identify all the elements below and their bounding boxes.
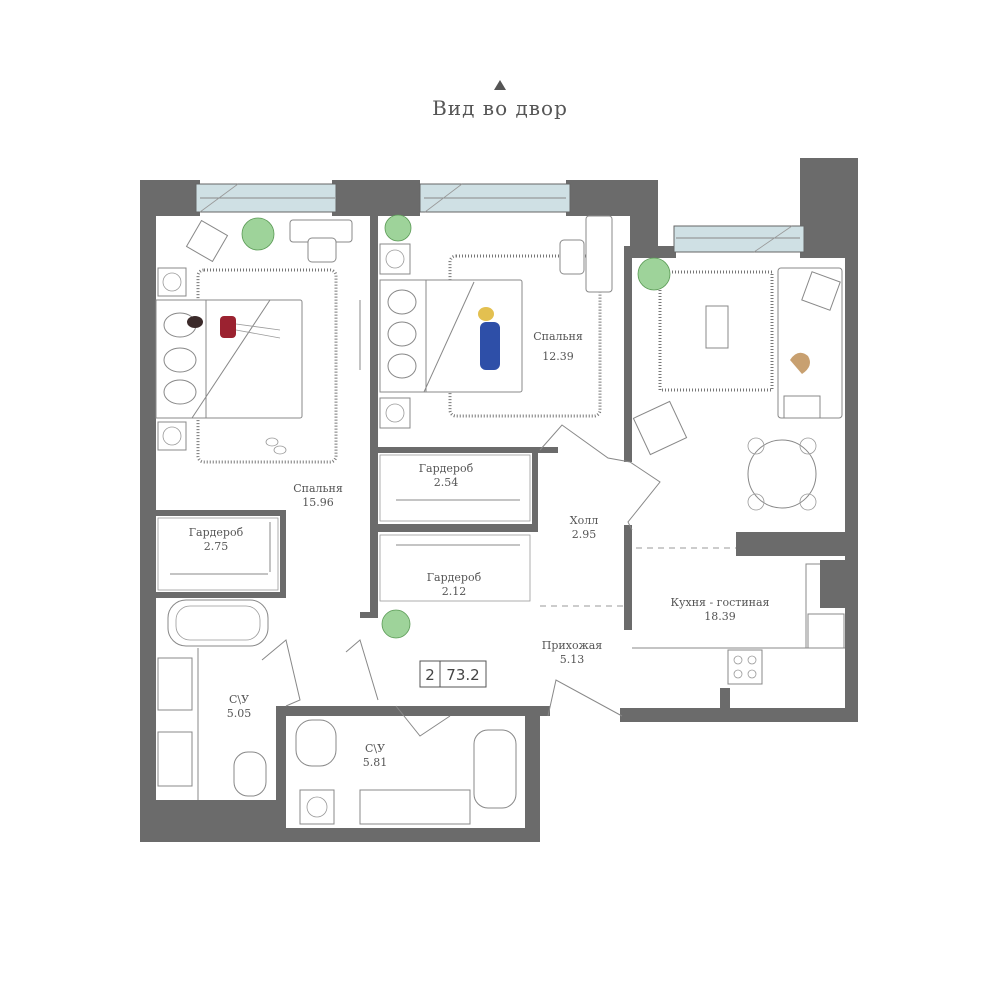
wardrobes [157, 454, 531, 602]
room-area-bedroom1: 15.96 [302, 496, 334, 509]
windows [195, 183, 805, 253]
room-area-wardrobe3: 2.12 [442, 585, 467, 598]
bath1-fixtures [157, 599, 269, 800]
hall-area [261, 424, 736, 737]
room-area-wardrobe1: 2.75 [204, 540, 229, 553]
room-name-bedroom1: Спальня [293, 482, 343, 495]
room-name-wardrobe1: Гардероб [189, 526, 244, 539]
room-area-hall: 2.95 [572, 528, 597, 541]
room-area-bath1: 5.05 [227, 707, 252, 720]
view-label: Вид во двор [432, 96, 568, 120]
room-name-wardrobe3: Гардероб [427, 571, 482, 584]
room-area-bedroom2: 12.39 [542, 350, 574, 363]
plant-icon [381, 609, 411, 639]
plant-icon [241, 217, 275, 251]
room-name-kitchen: Кухня - гостиная [671, 596, 770, 609]
room-name-wardrobe2: Гардероб [419, 462, 474, 475]
room-name-bedroom2: Спальня [533, 330, 583, 343]
area-badge: 2 73.2 [419, 660, 487, 688]
north-arrow-icon [494, 80, 506, 90]
bath2-fixtures [295, 719, 517, 825]
room-area-bath2: 5.81 [363, 756, 388, 769]
room-count: 2 [425, 666, 435, 684]
bedroom1-furniture [155, 217, 361, 464]
room-name-entry: Прихожая [542, 639, 602, 652]
room-area-kitchen: 18.39 [704, 610, 736, 623]
walls [140, 158, 858, 842]
room-name-bath1: С\У [229, 693, 249, 706]
room-name-bath2: С\У [365, 742, 385, 755]
room-labels: Спальня 15.96 Спальня 12.39 Гардероб 2.7… [189, 330, 770, 769]
room-name-hall: Холл [570, 514, 598, 527]
plant-icon [384, 214, 412, 242]
kitchen-furniture [632, 257, 845, 685]
total-area: 73.2 [446, 666, 479, 684]
bedroom2-furniture [379, 214, 613, 429]
room-area-entry: 5.13 [560, 653, 585, 666]
plant-icon [637, 257, 671, 291]
room-area-wardrobe2: 2.54 [434, 476, 459, 489]
